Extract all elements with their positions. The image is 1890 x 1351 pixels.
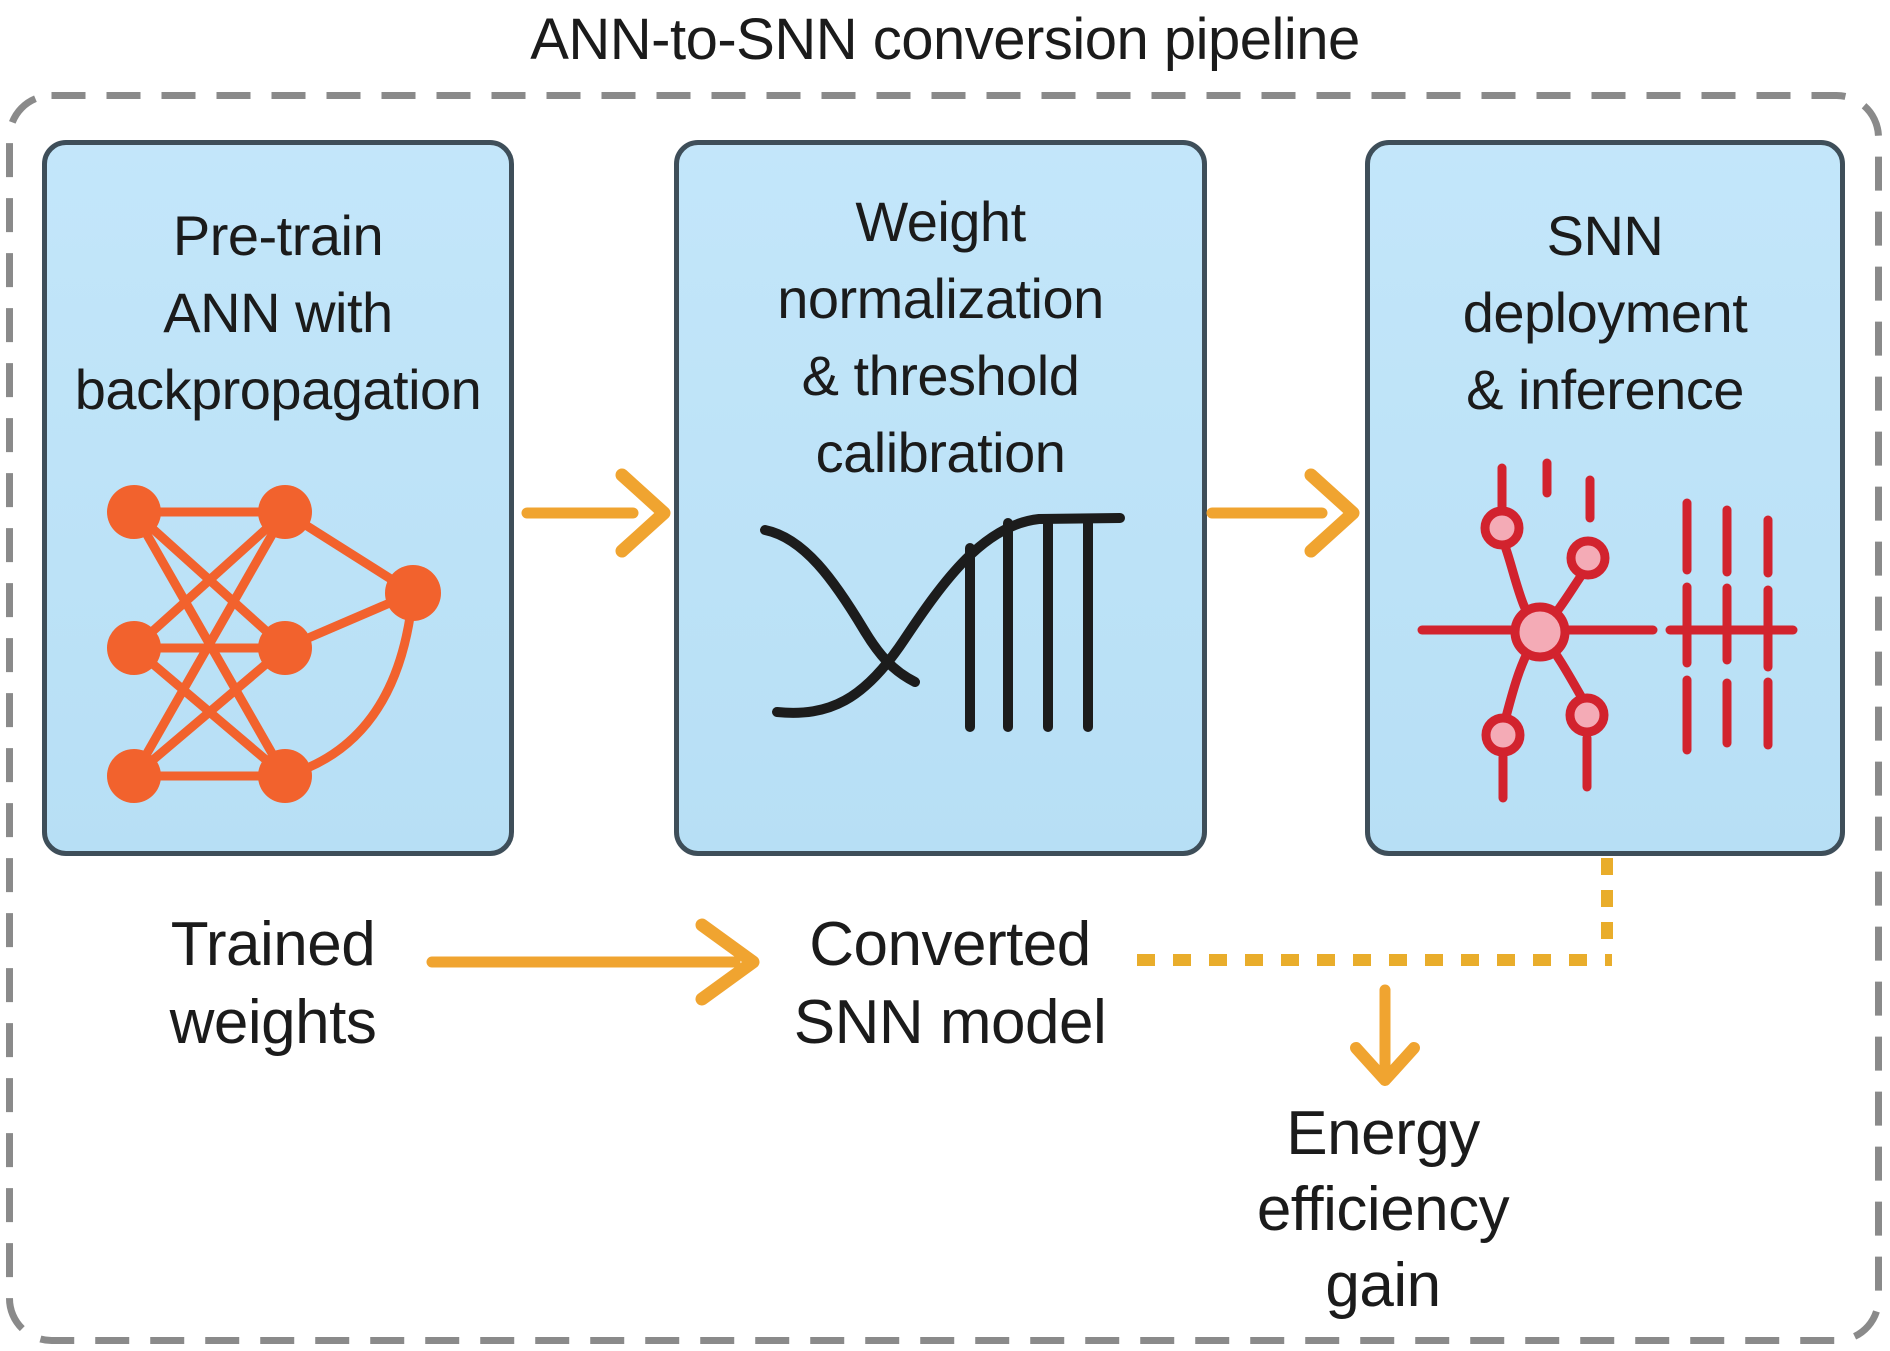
step-box-weight-normalization: Weight normalization & threshold calibra… bbox=[674, 140, 1207, 856]
arrow-trained-to-converted bbox=[426, 918, 760, 1006]
step-box-snn-deployment: SNN deployment & inference bbox=[1365, 140, 1845, 856]
step-normalize-label: Weight normalization & threshold calibra… bbox=[777, 190, 1104, 484]
step-deploy-label: SNN deployment & inference bbox=[1462, 204, 1748, 421]
arrow-step1-step2 bbox=[521, 468, 671, 558]
label-energy-efficiency-gain: Energy efficiency gain bbox=[1256, 1099, 1510, 1320]
step-pretrain-label: Pre-train ANN with backpropagation bbox=[74, 204, 482, 421]
arrow-step2-step3 bbox=[1206, 468, 1360, 558]
arrow-down-energy bbox=[1350, 984, 1420, 1086]
dashed-feedback-line bbox=[1137, 858, 1613, 1086]
label-trained-weights: Trained weights bbox=[169, 910, 377, 1057]
step-box-pretrain-ann: Pre-train ANN with backpropagation bbox=[42, 140, 514, 856]
diagram-title: ANN-to-SNN conversion pipeline bbox=[530, 7, 1360, 72]
label-converted-snn-model: Converted SNN model bbox=[793, 910, 1107, 1057]
